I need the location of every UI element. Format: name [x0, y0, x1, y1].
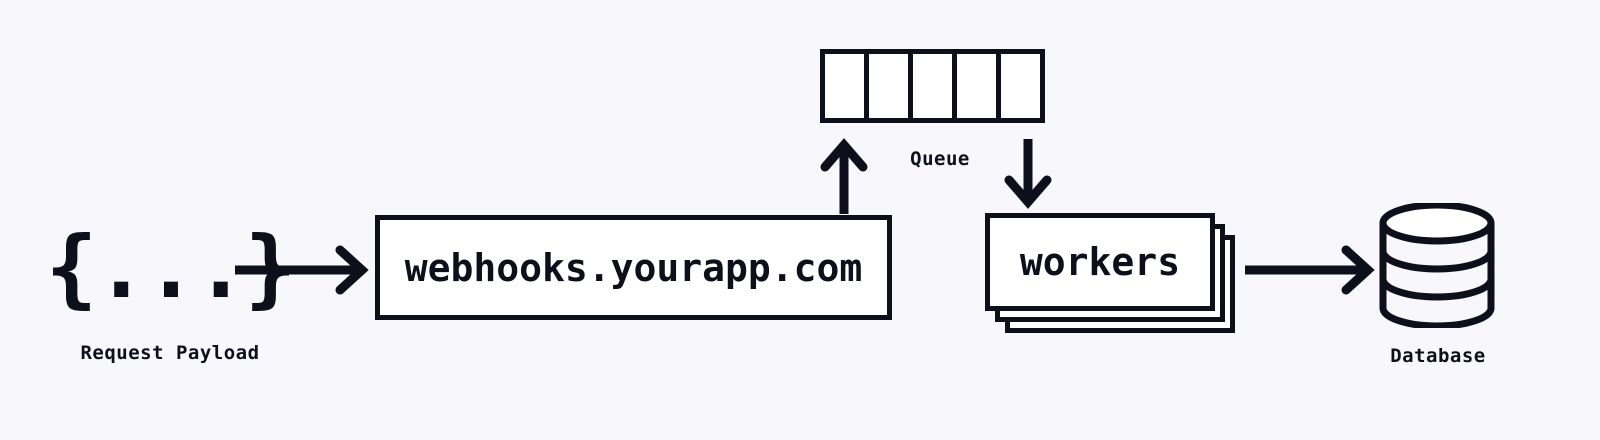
label-queue: Queue — [910, 148, 970, 170]
queue-cell — [1001, 54, 1040, 118]
node-workers[interactable]: workers — [985, 213, 1235, 338]
label-webhooks-endpoint: webhooks.yourapp.com — [404, 245, 863, 290]
label-database: Database — [1390, 345, 1486, 367]
workers-card-front[interactable]: workers — [985, 213, 1215, 311]
node-queue — [820, 49, 1045, 123]
queue-cell — [957, 54, 1001, 118]
node-webhooks-endpoint[interactable]: webhooks.yourapp.com — [375, 215, 892, 320]
label-workers: workers — [1019, 240, 1181, 284]
arrow-queue-to-workers — [1004, 139, 1052, 209]
node-database[interactable] — [1378, 201, 1498, 378]
label-request-payload: Request Payload — [80, 342, 260, 364]
arrow-webhooks-to-queue — [820, 138, 868, 214]
queue-cell — [913, 54, 957, 118]
queue-cell — [869, 54, 913, 118]
arrow-workers-to-database — [1245, 245, 1375, 295]
database-cylinder-icon — [1379, 201, 1495, 330]
queue-cell — [825, 54, 869, 118]
arrow-payload-to-webhooks — [235, 245, 369, 295]
queue-bar — [820, 49, 1045, 123]
